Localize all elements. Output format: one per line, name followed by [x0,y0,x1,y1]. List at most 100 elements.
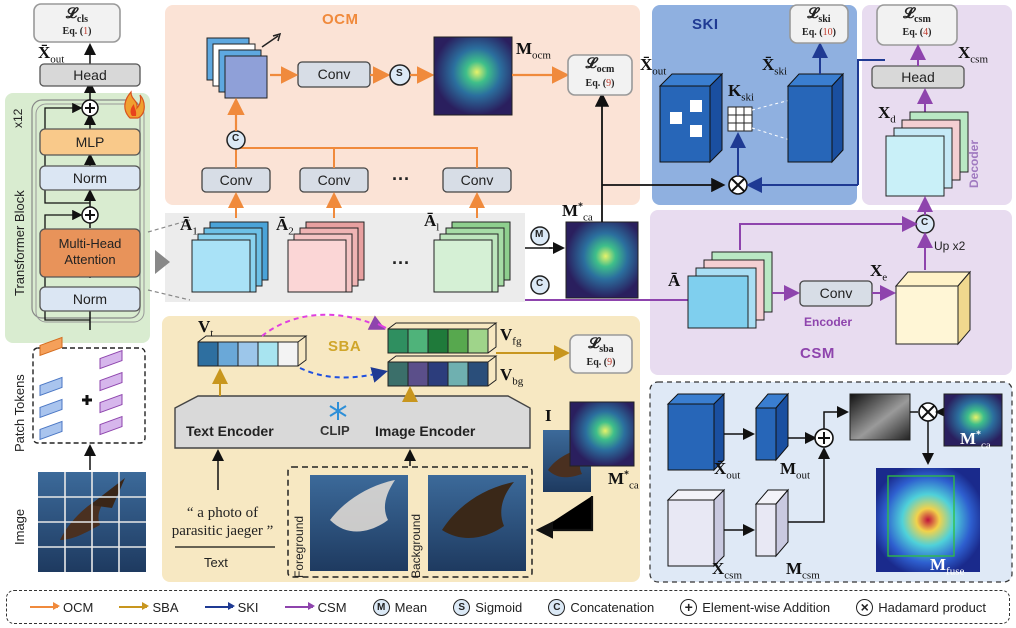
ski-xski-cube [786,72,845,164]
fuse-xcsm-label: Xcsm [712,559,743,582]
attention-stack-l [433,221,511,293]
legend-sba: SBA [119,600,179,615]
ocm-ellipsis: ··· [392,169,410,189]
csm-title: CSM [800,345,835,362]
legend-ocm: OCM [30,600,93,615]
transformer-block-label: Transformer Block [12,190,27,296]
mean-icon: M [372,598,390,616]
fuse-xout-cube [666,392,726,472]
text-input-label: Text [204,555,228,570]
norm-label: Norm [72,170,108,186]
sba-mca-label: M*ca [608,469,639,492]
mean-op-label: M [535,229,544,240]
sba-mca-map [569,401,635,467]
csm-a-label: Ā [668,271,681,290]
vt-embedding [197,335,308,367]
snowflake-icon [329,402,347,420]
concat-icon: C [548,598,566,616]
mlp-label: MLP [75,134,105,150]
fuse-mcsm-cube [754,488,790,558]
legend-csm: CSM [284,600,347,615]
fuse-mcsm-label: Mcsm [786,559,820,582]
decoder-stack [885,111,969,197]
image-label: Image [12,508,27,545]
loss-ski-eq: Eq. (10) [802,27,836,38]
grey-mask [849,393,911,441]
attention-stack-1 [191,221,269,293]
text-prompt: “ a photo of parasitic jaeger ” [171,505,274,539]
input-image [38,472,146,572]
hadamard-icon: × [856,598,874,616]
xe-cube [894,270,972,346]
legend-ski: SKI [204,600,259,615]
decoder-label: Decoder [967,139,981,188]
vbg-embedding [387,355,498,387]
loss-ski-label: 𝓛ski [807,6,831,25]
attention-box [39,228,141,278]
fuse-mca-label: M*ca [960,429,991,452]
text-encoder-label: Text Encoder [186,423,274,439]
loss-cls-box [33,3,121,43]
norm-box [39,165,141,191]
mean-op-icon [530,226,550,246]
concat-op-label: C [536,278,544,289]
play-arrow-icon [155,250,170,274]
xski-label: X̄ski [762,55,788,78]
ocm-title: OCM [322,11,359,28]
ocm-conv-1-label: Conv [219,172,253,188]
ski-kernel-icon [727,99,791,141]
encoder-stack [687,251,773,329]
loss-csm-label: 𝓛csm [903,6,931,25]
head-box [39,63,141,87]
i-label: I [545,406,552,425]
ski-xout-label: X̄out [640,55,667,78]
patch-token-stack-a [39,336,63,441]
encoder-label: Encoder [804,315,853,329]
patch-token-stack-b [99,349,123,436]
fuse-mca-map [943,393,1003,447]
xd-label: Xd [878,103,896,126]
attn-ellipsis: ··· [392,253,410,273]
fuse-mout-label: Mout [780,459,811,482]
xcsm-label: Xcsm [958,43,989,66]
mlp-box [39,128,141,156]
background-label: Background [409,513,423,578]
norm-label: Norm [72,291,108,307]
mocm-label: Mocm [516,39,551,62]
fuse-mfuse-label: Mfuse [930,555,965,578]
head-label: Head [73,67,107,83]
ocm-panel [165,5,640,205]
vit-xout-label: X̄out [38,43,65,66]
legend-add: +Element-wise Addition [680,598,830,616]
fuse-xout-label: X̄out [714,459,741,482]
fuse-output-map [876,468,980,572]
loss-ocm-label: 𝓛ocm [585,56,615,75]
clip-label: CLIP [320,423,350,438]
ocm-conv-main-label: Conv [317,66,351,82]
loss-sba-eq: Eq. (9) [586,357,616,368]
foreground-image [310,475,408,571]
xe-label: Xe [870,261,888,284]
background-image [428,475,526,571]
loss-sba-label: 𝓛sba [588,336,614,355]
legend-hadamard: ×Hadamard product [856,598,986,616]
attention-stack-2 [287,221,365,293]
al-label: Āl [424,211,440,234]
vt-label: Vt [198,317,214,340]
patch-tokens-label: Patch Tokens [12,374,27,452]
ski-title: SKI [692,16,719,33]
up-label: Up x2 [934,239,966,253]
norm-box [39,286,141,312]
concat-op-label: C [232,133,240,144]
ocm-map [433,36,513,116]
csm-conv-label: Conv [819,285,853,301]
foreground-label: Foreground [292,515,306,578]
image-encoder-label: Image Encoder [375,423,476,439]
mca-label: M*ca [562,201,593,224]
loss-sba-box [569,334,633,374]
trainable-flame-icon [124,90,145,119]
